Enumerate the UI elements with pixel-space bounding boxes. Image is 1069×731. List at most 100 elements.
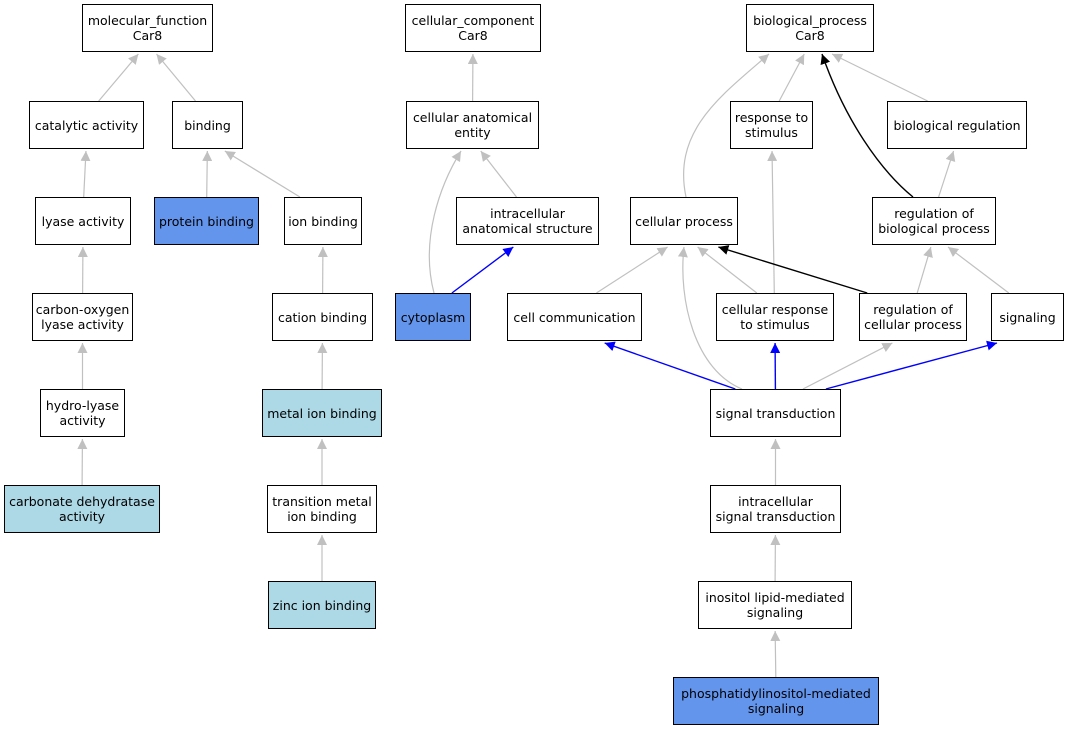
node-label-line: signal transduction	[715, 405, 836, 421]
node-label-line: Car8	[458, 28, 488, 43]
node-label-line: cell communication	[513, 309, 636, 325]
edge-cellular-response-to-stimulus-to-cellular-process	[697, 246, 758, 294]
node-label-line: activity	[58, 509, 106, 524]
node-label-line: cellular_component	[411, 13, 535, 28]
node-signal-transduction: signal transduction	[710, 389, 841, 437]
edge-protein-binding-to-binding	[202, 150, 213, 198]
edge-regulation-of-cellular-process-to-cellular-process	[718, 245, 868, 294]
node-label-line: hydro-lyase	[45, 398, 120, 413]
node-label-line: cytoplasm	[400, 309, 466, 325]
node-biological-regulation: biological regulation	[887, 101, 1027, 149]
node-protein-binding: protein binding	[154, 197, 259, 245]
node-label-line: entity	[454, 125, 491, 140]
node-label-line: stimulus	[745, 125, 798, 140]
node-lyase-activity: lyase activity	[35, 197, 131, 245]
node-label-line: phosphatidylinositol-mediated	[681, 686, 871, 701]
node-metal-ion-binding: metal ion binding	[262, 389, 382, 437]
edge-ion-binding-to-binding	[224, 150, 301, 198]
node-label-line: Car8	[132, 28, 163, 43]
edge-lyase-activity-to-catalytic-activity	[80, 150, 91, 198]
node-label-line: inositol lipid-mediated	[705, 590, 845, 605]
node-cytoplasm: cytoplasm	[395, 293, 471, 341]
node-ion-binding: ion binding	[284, 197, 362, 245]
node-label-line: intracellular	[490, 206, 565, 221]
node-label-line: protein binding	[158, 213, 254, 229]
edge-signal-transduction-to-cell-communication	[604, 341, 736, 390]
edge-binding-to-mf-root	[156, 53, 196, 102]
edge-signal-transduction-to-regulation-of-cellular-process	[802, 342, 893, 390]
node-label-line: to stimulus	[740, 317, 810, 332]
node-label-line: cellular anatomical	[412, 110, 533, 125]
node-label-line: biological regulation	[893, 117, 1021, 133]
node-label-line: signaling	[746, 605, 804, 620]
node-label-line: activity	[59, 413, 106, 428]
node-cell-communication: cell communication	[507, 293, 642, 341]
edge-regulation-of-biological-process-to-bp-root	[820, 53, 914, 198]
node-label-line: zinc ion binding	[272, 597, 372, 613]
node-cation-binding: cation binding	[272, 293, 373, 341]
node-label-line: cellular process	[864, 317, 962, 332]
node-label-line: biological_process	[753, 13, 867, 28]
edge-phosphatidylinositol-mediated-signaling-to-inositol-lipid-mediated-signaling	[770, 630, 781, 678]
node-label-line: Car8	[795, 28, 825, 43]
node-label-line: signaling	[999, 309, 1056, 325]
node-label-line: signal transduction	[715, 509, 836, 524]
edge-intracellular-anatomical-structure-to-cellular-anatomical-entity	[480, 150, 517, 198]
edge-cellular-process-to-bp-root	[683, 53, 770, 198]
edge-signal-transduction-to-cellular-process	[677, 246, 743, 390]
edge-regulation-of-cellular-process-to-regulation-of-biological-process	[916, 246, 933, 294]
edge-biological-regulation-to-bp-root	[831, 53, 928, 102]
node-signaling: signaling	[991, 293, 1064, 341]
node-label-line: lyase activity	[41, 213, 125, 229]
node-label-line: catalytic activity	[34, 117, 139, 133]
edge-cytoplasm-to-cellular-anatomical-entity	[428, 150, 462, 294]
node-label-line: molecular_function	[87, 13, 208, 28]
node-label-line: lyase activity	[41, 317, 124, 332]
edge-cellular-response-to-stimulus-to-response-to-stimulus	[767, 150, 778, 294]
node-zinc-ion-binding: zinc ion binding	[268, 581, 376, 629]
node-catalytic-activity: catalytic activity	[29, 101, 144, 149]
node-label-line: anatomical structure	[462, 221, 593, 236]
node-label-line: cellular response	[721, 302, 829, 317]
edge-cell-communication-to-cellular-process	[596, 246, 668, 294]
edge-response-to-stimulus-to-bp-root	[778, 53, 805, 102]
node-label-line: binding	[184, 117, 231, 133]
node-label-line: regulation of	[894, 206, 974, 221]
node-label-line: carbon-oxygen	[35, 302, 130, 317]
node-label-line: transition metal	[272, 494, 372, 509]
edge-signal-transduction-to-signaling	[825, 340, 998, 390]
node-label-line: carbonate dehydratase	[9, 494, 155, 509]
node-label-line: response to	[734, 110, 809, 125]
node-label-line: intracellular	[738, 494, 813, 509]
node-label-line: metal ion binding	[267, 405, 377, 421]
node-label-line: regulation of	[873, 302, 953, 317]
node-label-line: ion binding	[287, 509, 357, 524]
edge-signaling-to-regulation-of-biological-process	[947, 246, 1010, 294]
node-label-line: cellular process	[635, 213, 733, 229]
edge-cytoplasm-to-intracellular-anatomical-structure	[451, 246, 514, 294]
node-binding: binding	[172, 101, 243, 149]
edge-regulation-of-biological-process-to-biological-regulation	[938, 150, 956, 198]
node-label-line: ion binding	[288, 213, 358, 229]
edge-catalytic-activity-to-mf-root	[98, 53, 139, 102]
node-cellular-process: cellular process	[630, 197, 738, 245]
node-label-line: biological process	[878, 221, 990, 236]
node-label-line: signaling	[747, 701, 805, 716]
